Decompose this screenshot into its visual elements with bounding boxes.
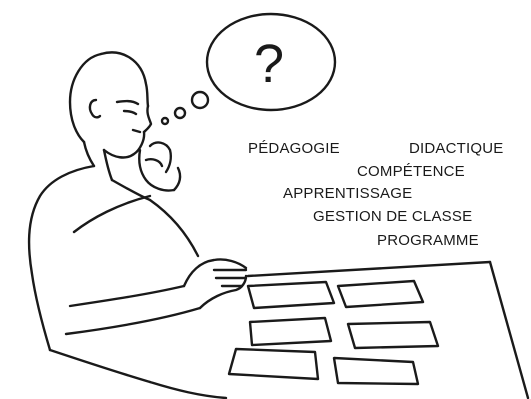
card xyxy=(227,347,320,381)
card xyxy=(336,279,425,309)
card xyxy=(346,320,440,350)
card xyxy=(246,280,336,310)
keyword-didactique: DIDACTIQUE xyxy=(409,140,504,157)
keyword-competence: COMPÉTENCE xyxy=(357,163,465,180)
thought-dot-medium xyxy=(173,106,187,120)
thought-bubble xyxy=(205,12,337,112)
keyword-apprentissage: APPRENTISSAGE xyxy=(283,185,413,202)
card xyxy=(332,356,420,386)
keyword-programme: PROGRAMME xyxy=(377,232,479,249)
thought-dot-small xyxy=(160,116,170,126)
thought-dot-large xyxy=(190,90,210,110)
question-mark: ? xyxy=(254,34,284,94)
table-edge-right xyxy=(488,260,530,399)
card xyxy=(248,316,333,347)
thinking-person xyxy=(27,51,248,399)
table-edge xyxy=(246,260,492,278)
keyword-pedagogie: PÉDAGOGIE xyxy=(248,140,340,157)
keyword-gestion-de-classe: GESTION DE CLASSE xyxy=(313,208,473,225)
